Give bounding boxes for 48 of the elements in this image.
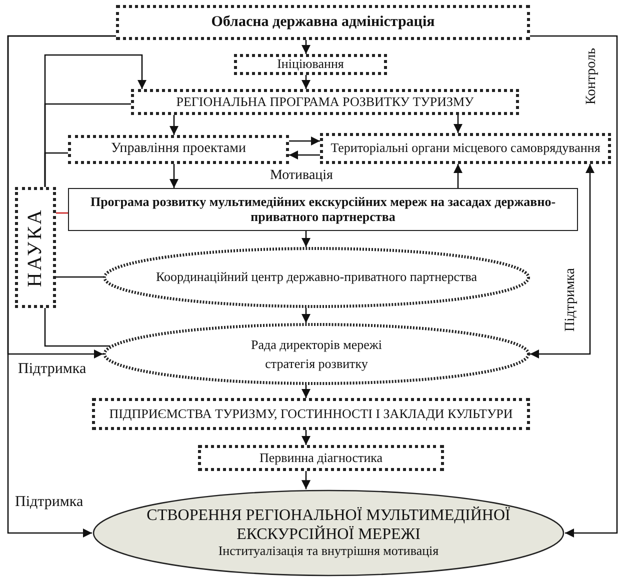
edge-label: Підтримка (15, 494, 84, 511)
node-text: Координаційний центр державно-приватного партнерства (156, 268, 477, 286)
arrow (301, 75, 311, 89)
arrow (301, 471, 311, 490)
arrow (289, 136, 320, 146)
ellipse-node (103, 247, 530, 308)
node-text: РЕГІОНАЛЬНА ПРОГРАМА РОЗВИТКУ ТУРИЗМУ (176, 94, 474, 110)
node-text: СТВОРЕННЯ РЕГІОНАЛЬНОЇ МУЛЬТИМЕДІЙНОЇ ЕКСКУРСІЙНОЇ МЕРЕЖІ (146, 507, 512, 544)
node-text: Програма розвитку мультимедійних екскурсійних мереж на засадах державно-приватного партнерства (89, 194, 557, 224)
edge-label: Підтримка (18, 361, 86, 378)
node-text: Обласна державна адміністрація (211, 14, 435, 32)
node-text: НАУКА (24, 208, 47, 288)
node-text: ПІДПРИЄМСТВА ТУРИЗМУ, ГОСТИННОСТІ І ЗАКЛАДИ КУЛЬТУРИ (109, 406, 513, 422)
ellipse-node (92, 489, 565, 577)
arrow (289, 150, 320, 160)
arrow (453, 115, 463, 133)
arrow (530, 35, 618, 538)
arrow (301, 430, 311, 445)
ellipse-node (103, 323, 530, 385)
node-text: Інституалізація та внутрішня мотивація (218, 544, 439, 559)
node-text: стратегія розвитку (265, 355, 368, 373)
note-label: Мотивація (270, 168, 333, 184)
edge-label: Підтримка (563, 268, 579, 332)
node-text: Територіальні органи місцевого самоврядування (330, 141, 600, 156)
arrow (169, 164, 179, 188)
edge-label: Контроль (584, 48, 600, 105)
arrow (301, 384, 311, 398)
arrow (301, 40, 311, 54)
arrow (44, 152, 68, 187)
node-text: Ініціювання (277, 57, 344, 72)
process-box (131, 89, 519, 115)
process-box (320, 133, 611, 164)
node-text: Управління проектами (111, 141, 246, 158)
process-box (68, 135, 289, 164)
arrow (530, 164, 595, 359)
process-box (68, 188, 578, 231)
arrow (7, 35, 116, 538)
node-text: Рада директорів мережі (251, 336, 382, 354)
process-box (198, 445, 444, 471)
node-text: Первинна діагностика (259, 450, 383, 466)
process-box (116, 5, 530, 40)
process-box (234, 54, 387, 75)
arrow (169, 115, 179, 135)
arrow (453, 164, 463, 188)
process-box (15, 187, 56, 308)
process-box (92, 398, 530, 430)
arrow (301, 231, 311, 248)
arrow (301, 308, 311, 324)
